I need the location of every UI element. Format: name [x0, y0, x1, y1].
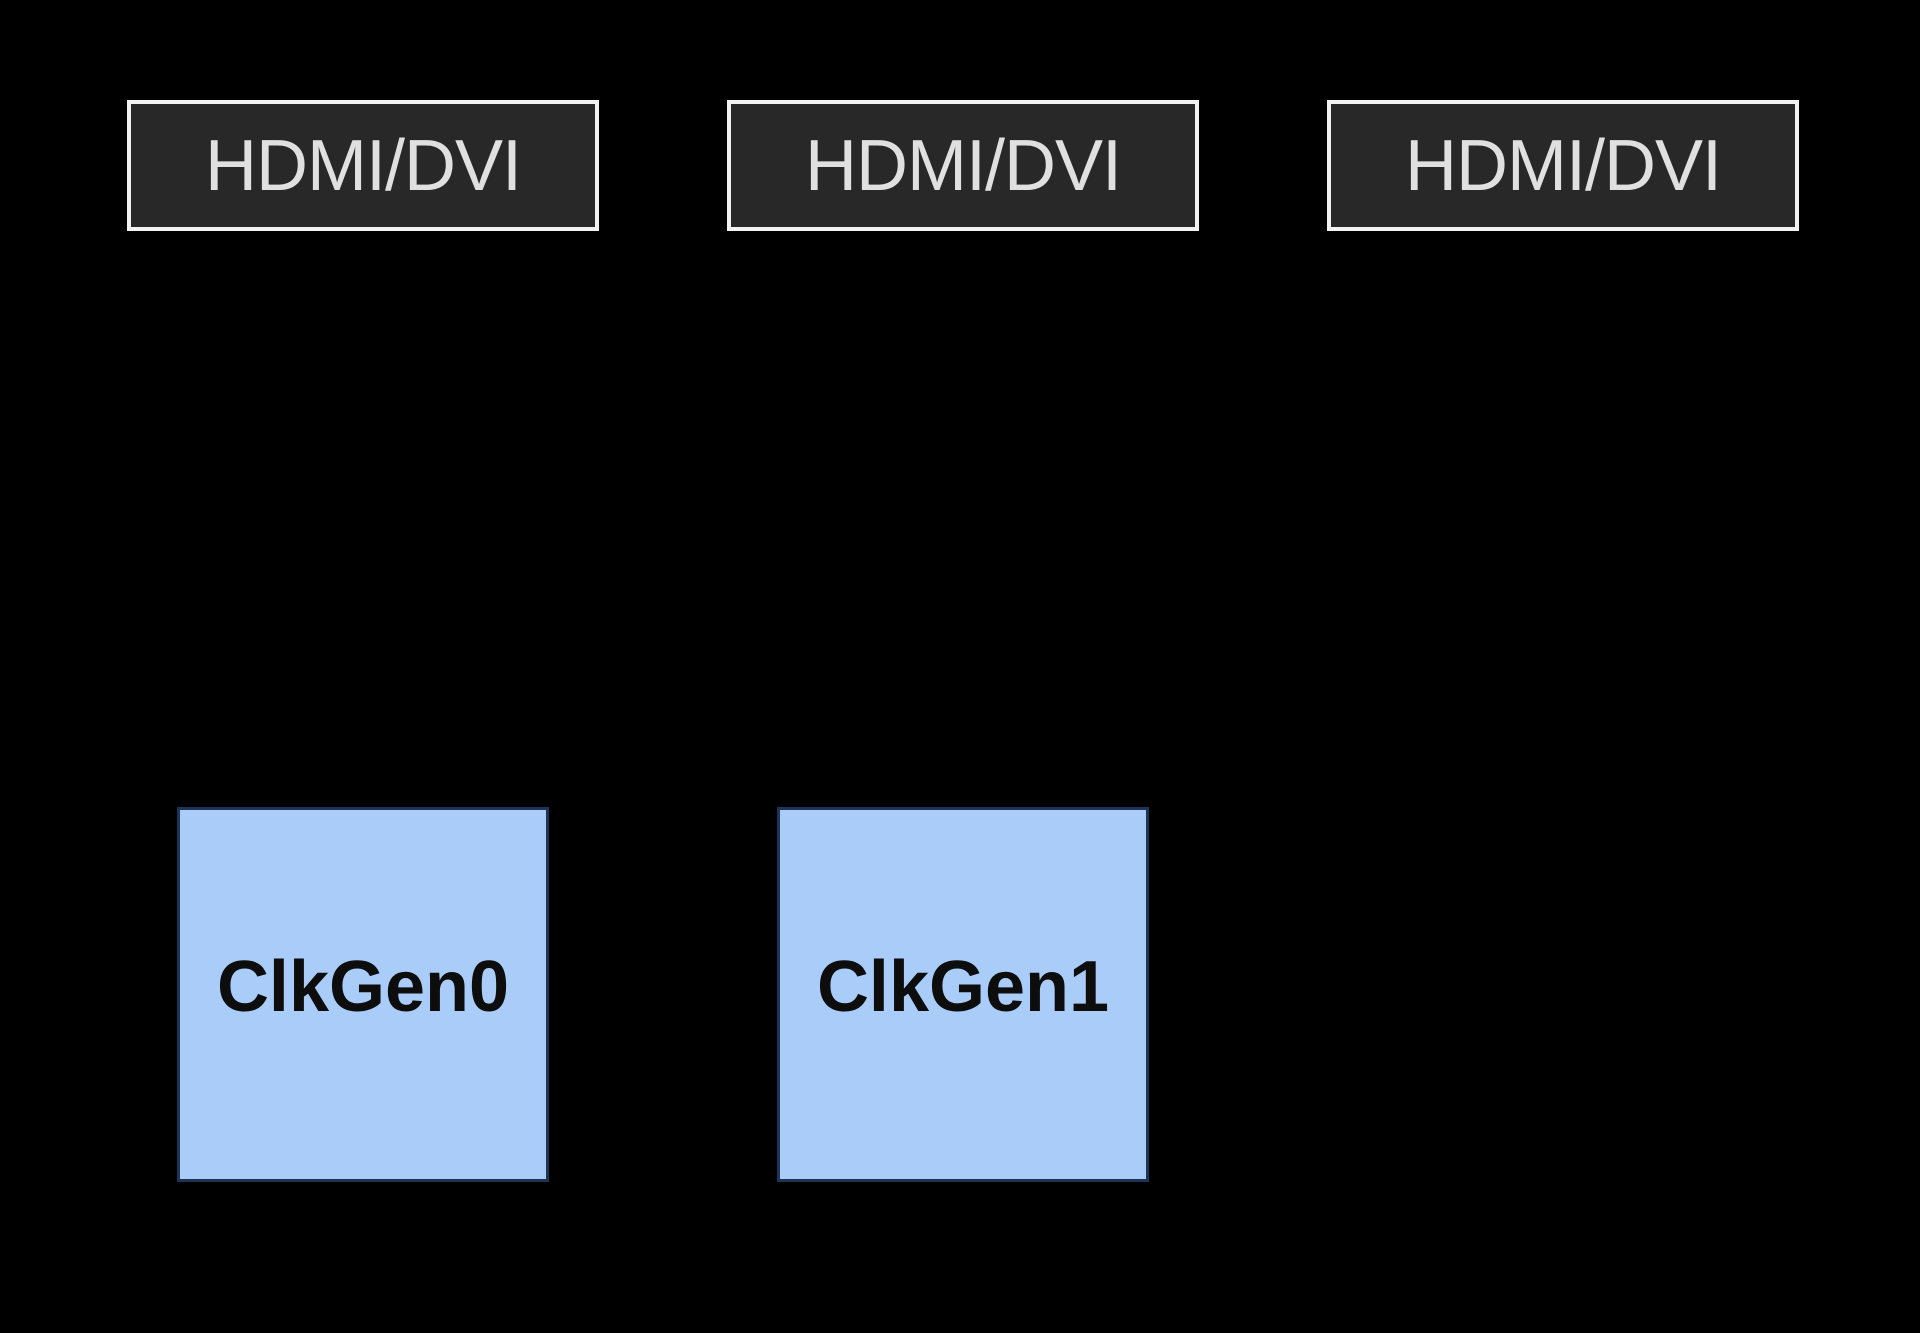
clkgen0-node[interactable]: ClkGen0	[177, 807, 549, 1182]
hdmi-dvi-node-3[interactable]: HDMI/DVI	[1327, 100, 1799, 231]
clkgen1-node[interactable]: ClkGen1	[777, 807, 1149, 1182]
hdmi-dvi-node-2-label: HDMI/DVI	[805, 125, 1122, 206]
hdmi-dvi-node-3-label: HDMI/DVI	[1405, 125, 1722, 206]
clkgen0-node-label: ClkGen0	[216, 946, 510, 1027]
hdmi-dvi-node-1[interactable]: HDMI/DVI	[127, 100, 599, 231]
hdmi-dvi-node-2[interactable]: HDMI/DVI	[727, 100, 1199, 231]
hdmi-dvi-node-1-label: HDMI/DVI	[205, 125, 522, 206]
clkgen1-node-label: ClkGen1	[816, 946, 1110, 1027]
